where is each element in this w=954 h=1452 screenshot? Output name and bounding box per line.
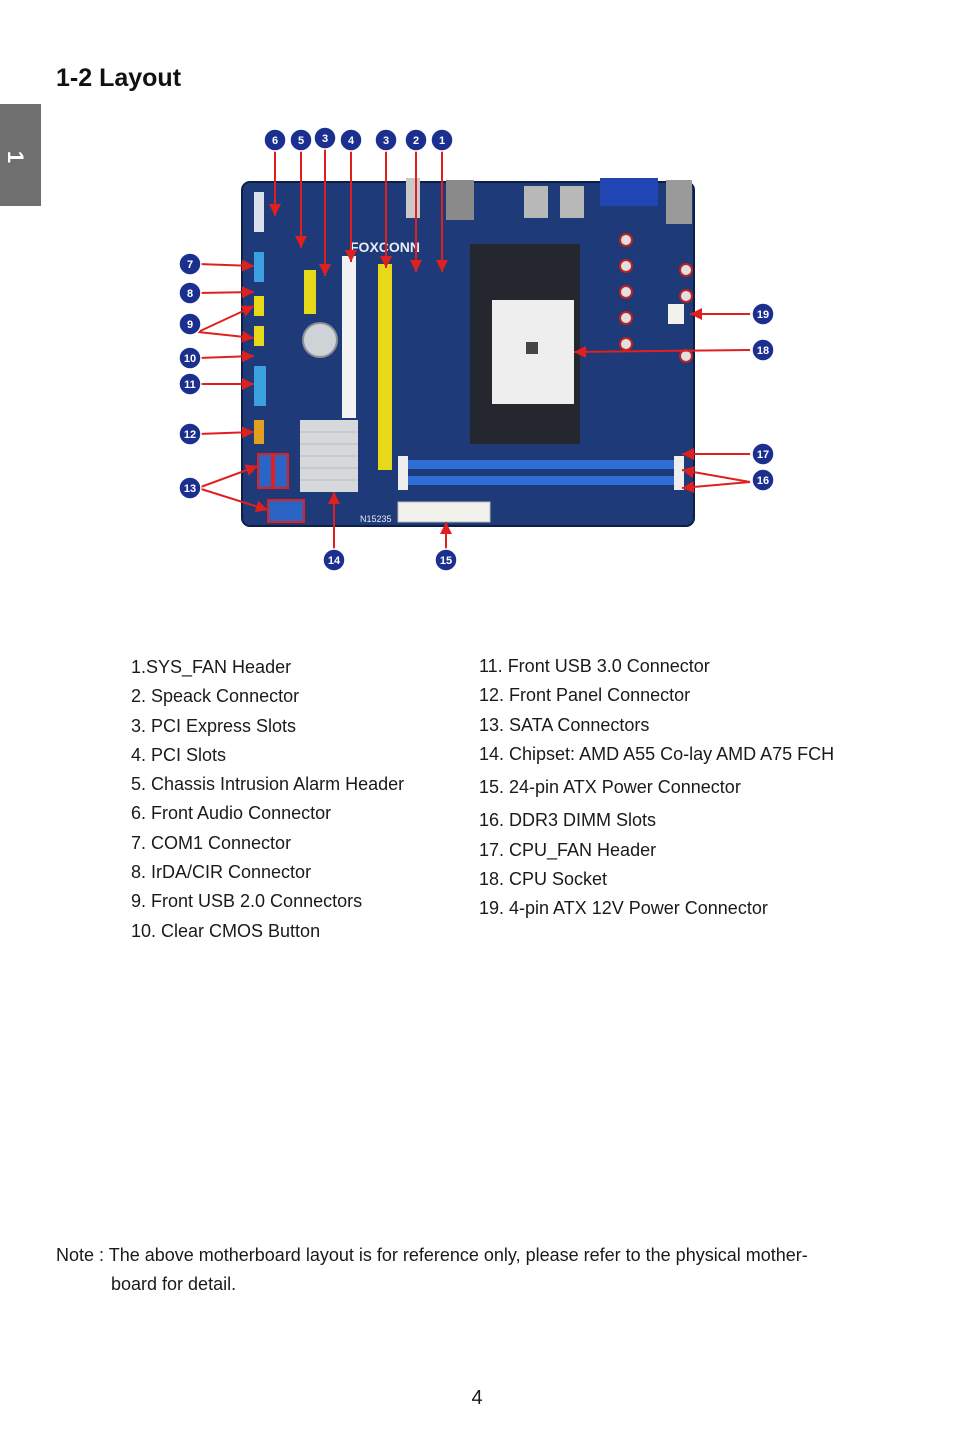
legend-item: 8. IrDA/CIR Connector	[131, 862, 312, 883]
callout-label: 19	[757, 309, 769, 321]
callout-badge-18	[751, 338, 775, 362]
legend-item: 13. SATA Connectors	[479, 714, 650, 735]
legend-item: 11. Front USB 3.0 Connector	[479, 656, 710, 676]
legend-right-column: 11. Front USB 3.0 Connector 12. Front Pa…	[479, 652, 834, 924]
legend-item: 15. 24-pin ATX Power Connector	[479, 777, 741, 798]
dimm-slot-2	[406, 476, 676, 485]
dimm-slot-1	[406, 460, 676, 469]
callout-badge-11	[178, 372, 202, 396]
chapter-number: 1	[3, 150, 29, 164]
rear-io-lan	[446, 180, 474, 220]
callout-label: 14	[328, 555, 341, 567]
legend-item: 3. PCI Express Slots	[131, 715, 297, 736]
callout-badge-15	[434, 548, 458, 572]
atx-24pin-connector	[397, 501, 491, 523]
usb2-header-2	[254, 326, 264, 346]
legend-item: 12. Front Panel Connector	[479, 685, 691, 706]
callout-label: 6	[272, 135, 278, 147]
callout-badge-2	[404, 128, 428, 152]
motherboard-layout-figure: FOXCONN N15235	[178, 126, 775, 572]
rear-io-audio	[406, 178, 420, 218]
callout-badge-14	[322, 548, 346, 572]
legend-item: 7. COM1 Connector	[131, 832, 292, 853]
board-code-label: N15235	[360, 514, 392, 524]
callout-label: 9	[187, 319, 193, 331]
callout-label: 12	[184, 429, 196, 441]
legend-item: 5. Chassis Intrusion Alarm Header	[131, 774, 405, 795]
callout-badge-17	[751, 442, 775, 466]
callout-label: 15	[440, 555, 452, 567]
callout-label: 3	[322, 133, 328, 145]
rear-io-usb2	[560, 186, 584, 218]
rear-io-vga	[600, 178, 658, 206]
callout-label: 2	[413, 135, 419, 147]
legend-item: 6. Front Audio Connector	[131, 803, 332, 824]
legend-item: 2. Speack Connector	[131, 686, 300, 707]
legend-item: 14. Chipset: AMD A55 Co-lay AMD A75 FCH	[479, 743, 835, 764]
callout-badge-12	[178, 422, 202, 446]
callout-badge-9	[178, 312, 202, 336]
callout-badge-13	[178, 476, 202, 500]
callout-badge-8	[178, 281, 202, 305]
reference-note: Note : The above motherboard layout is f…	[56, 1241, 886, 1299]
callout-label: 17	[757, 449, 769, 461]
callout-label: 8	[187, 288, 193, 300]
callout-label: 5	[298, 135, 304, 147]
page-number: 4	[471, 1387, 483, 1409]
chapter-tab: 1	[0, 104, 41, 206]
pcie-x16-slot	[378, 264, 392, 470]
callout-label: 4	[348, 135, 355, 147]
note-line-1: Note : The above motherboard layout is f…	[56, 1245, 808, 1265]
legend-item: 17. CPU_FAN Header	[479, 839, 657, 860]
atx-12v-connector	[668, 304, 684, 324]
callout-badge-3b	[374, 128, 398, 152]
audio-header	[254, 192, 264, 232]
callout-label: 3	[383, 135, 389, 147]
sata-connector-2	[273, 453, 289, 489]
callout-label: 7	[187, 259, 193, 271]
sata-connector-1	[257, 453, 273, 489]
cmos-battery	[302, 322, 338, 358]
legend-item: 19. 4-pin ATX 12V Power Connector	[479, 898, 768, 919]
section-title: 1-2 Layout	[56, 64, 182, 92]
callout-badge-5	[289, 128, 313, 152]
legend-item: 16. DDR3 DIMM Slots	[479, 810, 657, 831]
pcie-x1-slot	[304, 270, 316, 314]
callout-badge-3a	[313, 126, 337, 150]
note-line-2: board for detail.	[111, 1274, 237, 1294]
usb2-header-1	[254, 296, 264, 316]
rear-io-usb	[524, 186, 548, 218]
legend-item: 9. Front USB 2.0 Connectors	[131, 891, 363, 912]
callout-badge-7	[178, 252, 202, 276]
callout-label: 10	[184, 353, 196, 365]
usb3-header	[254, 366, 266, 406]
legend-item: 4. PCI Slots	[131, 744, 227, 765]
legend-left-column: 1.SYS_FAN Header 2. Speack Connector 3. …	[131, 653, 404, 946]
sata-connector-3	[267, 499, 305, 523]
callout-label: 18	[757, 345, 769, 357]
legend-item: 10. Clear CMOS Button	[131, 920, 321, 941]
callout-label: 1	[439, 135, 445, 147]
com1-header	[254, 252, 264, 282]
callout-badge-10	[178, 346, 202, 370]
callout-label: 16	[757, 475, 769, 487]
front-panel-header	[254, 420, 264, 444]
rear-io-ps2	[666, 180, 692, 224]
callout-badge-6	[263, 128, 287, 152]
callout-label: 13	[184, 483, 196, 495]
callout-badge-4	[339, 128, 363, 152]
callout-badge-16	[751, 468, 775, 492]
legend-item: 18. CPU Socket	[479, 869, 608, 890]
pci-slot	[342, 256, 356, 418]
callout-badge-1	[430, 128, 454, 152]
callout-label: 11	[184, 379, 196, 391]
legend-item: 1.SYS_FAN Header	[131, 657, 292, 677]
callout-badge-19	[751, 302, 775, 326]
